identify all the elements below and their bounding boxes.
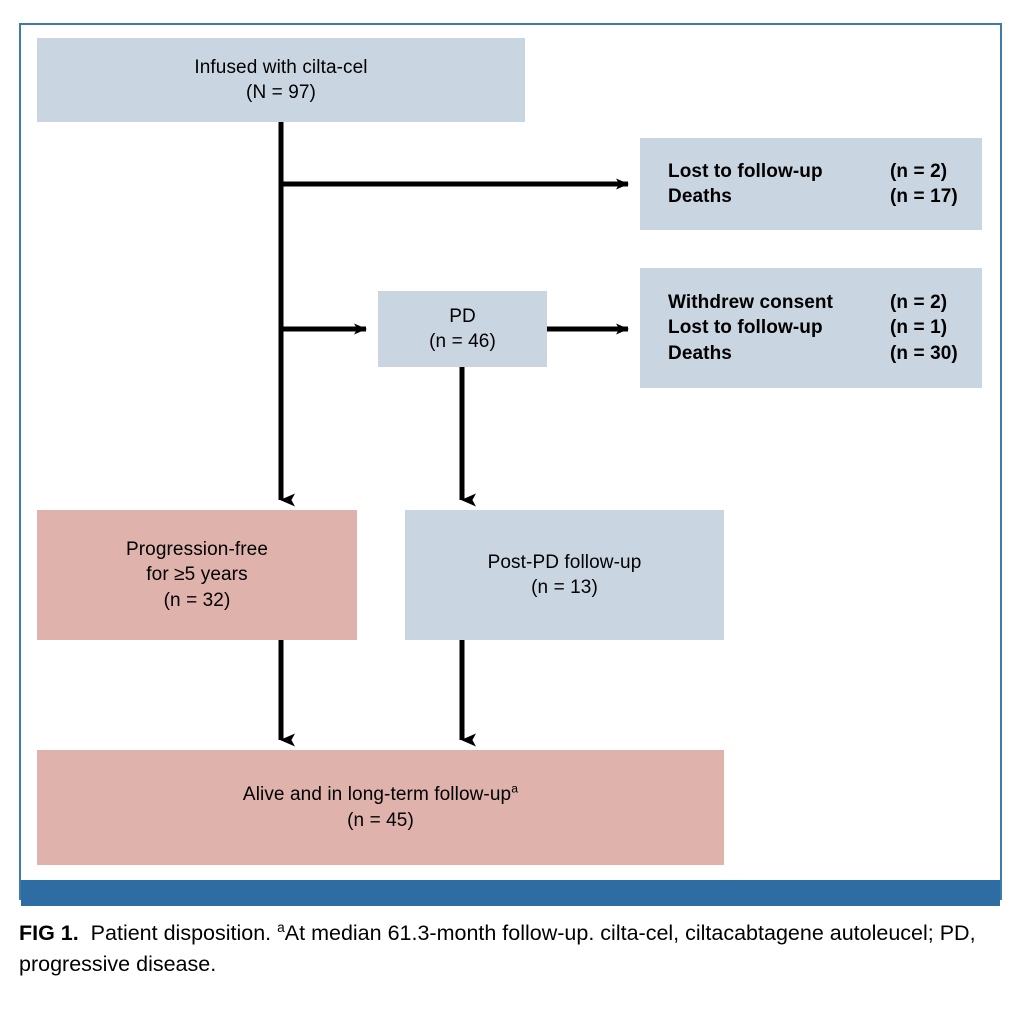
listing-row: Deaths (n = 30) bbox=[668, 341, 982, 366]
footnote-marker-a: a bbox=[511, 782, 519, 797]
row-count: (n = 30) bbox=[890, 342, 958, 364]
figure-caption: FIG 1. Patient disposition. aAt median 6… bbox=[19, 918, 1009, 979]
figure-number-label: FIG 1. bbox=[19, 921, 79, 945]
caption-text-part2: At median 61.3-month follow-up. cilta-ce… bbox=[19, 921, 976, 976]
node-infused-line1: Infused with cilta-cel bbox=[194, 56, 368, 78]
node-post-pd-line1: Post-PD follow-up bbox=[487, 551, 642, 573]
node-pd-label: PD bbox=[449, 305, 476, 327]
node-infused-count: (N = 97) bbox=[246, 82, 316, 103]
node-post-pd-count: (n = 13) bbox=[531, 577, 598, 598]
node-progression-free-line1: Progression-free bbox=[125, 539, 269, 561]
caption-text-part1: Patient disposition. bbox=[78, 921, 278, 945]
node-alive-count: (n = 45) bbox=[347, 809, 414, 831]
listing-row: Withdrew consent (n = 2) bbox=[668, 290, 982, 315]
node-withdrew-lost-deaths: Withdrew consent (n = 2) Lost to follow-… bbox=[640, 268, 982, 388]
listing-row: Lost to follow-up (n = 2) bbox=[668, 159, 982, 184]
figure-footer-bar bbox=[21, 880, 1000, 906]
row-label: Withdrew consent bbox=[668, 292, 834, 314]
row-label: Deaths bbox=[668, 186, 732, 207]
node-progression-free: Progression-free for ≥5 years (n = 32) bbox=[37, 510, 357, 640]
listing-row: Deaths (n = 17) bbox=[668, 184, 982, 209]
node-progression-free-line2: for ≥5 years bbox=[146, 564, 248, 586]
node-alive-line1: Alive and in long-term follow-upa bbox=[243, 782, 518, 807]
row-count: (n = 2) bbox=[890, 160, 948, 182]
node-pd-count: (n = 46) bbox=[429, 331, 496, 352]
row-label: Lost to follow-up bbox=[668, 160, 823, 182]
node-progression-free-count: (n = 32) bbox=[163, 589, 231, 611]
row-count: (n = 1) bbox=[890, 317, 948, 339]
listing-row: Lost to follow-up (n = 1) bbox=[668, 315, 982, 340]
node-pd: PD (n = 46) bbox=[378, 291, 547, 367]
node-post-pd-followup: Post-PD follow-up (n = 13) bbox=[405, 510, 724, 640]
flow-canvas: Infused with cilta-cel (N = 97) Lost to … bbox=[37, 38, 982, 865]
row-count: (n = 17) bbox=[890, 186, 958, 207]
row-label: Lost to follow-up bbox=[668, 317, 823, 339]
caption-footnote-marker-a: a bbox=[277, 919, 285, 935]
row-count: (n = 2) bbox=[890, 292, 948, 314]
node-lost-to-followup-deaths: Lost to follow-up (n = 2) Deaths (n = 17… bbox=[640, 138, 982, 230]
row-label: Deaths bbox=[668, 342, 732, 364]
node-alive-text: Alive and in long-term follow-up bbox=[242, 784, 512, 806]
node-alive-long-term-followup: Alive and in long-term follow-upa (n = 4… bbox=[37, 750, 724, 865]
node-infused-with-cilta-cel: Infused with cilta-cel (N = 97) bbox=[37, 38, 525, 122]
